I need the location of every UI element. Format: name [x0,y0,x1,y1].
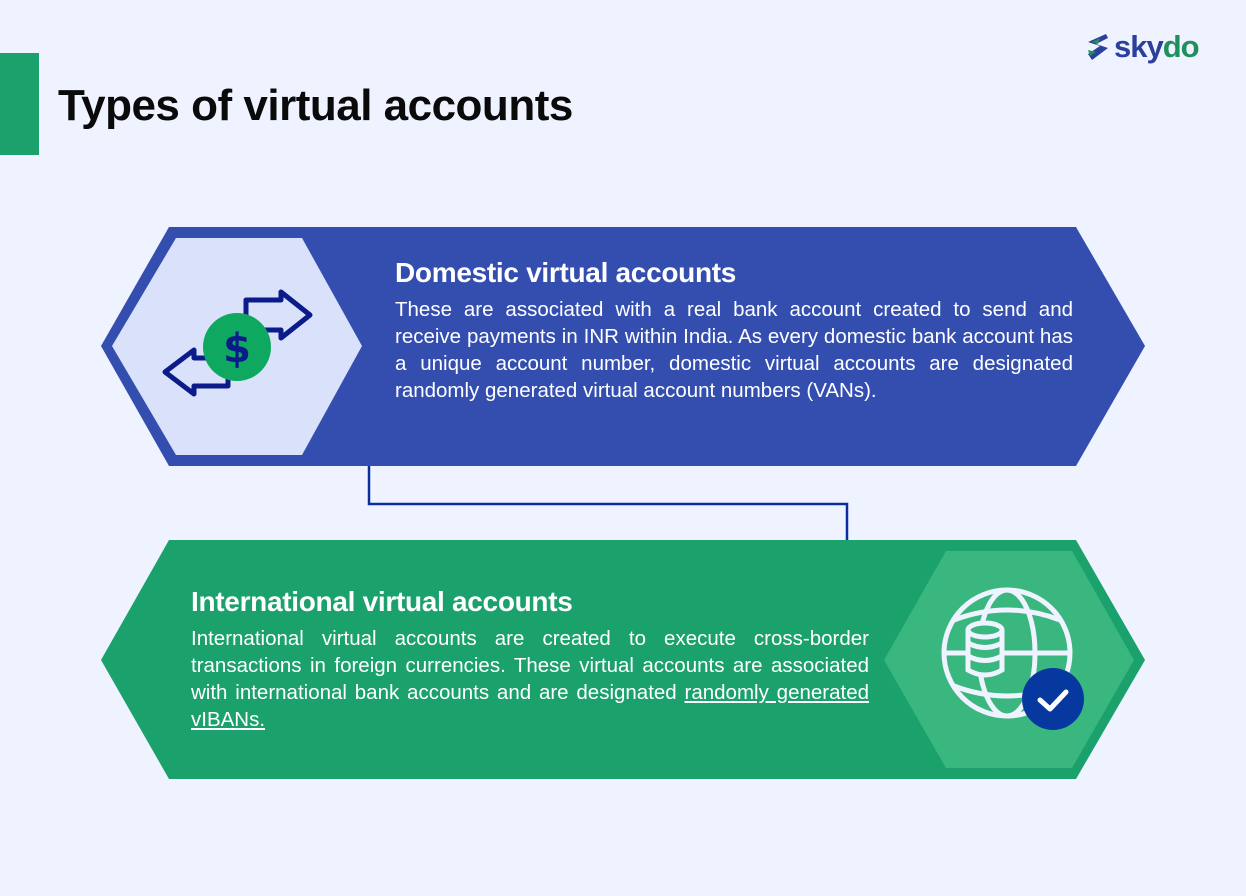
domestic-card-text: Domestic virtual accounts These are asso… [395,256,1073,404]
domestic-card-title: Domestic virtual accounts [395,257,737,288]
logo-text: skydo [1114,29,1200,64]
dollar-coin [203,313,271,381]
international-card-body: International virtual accounts are creat… [191,625,869,733]
title-accent-bar [0,53,39,155]
page-title: Types of virtual accounts [58,81,573,130]
international-card-title: International virtual accounts [191,586,573,617]
vibans-link[interactable]: randomly generated vIBANs. [191,681,869,731]
domestic-card-body: These are associated with a real bank ac… [395,298,1073,402]
checkmark-icon [1037,689,1069,712]
database-icon [965,620,1005,678]
currency-exchange-icon: $ [162,289,313,397]
international-card-text: International virtual accounts Internati… [191,585,869,733]
dollar-sign-icon: $ [223,326,251,372]
globe-database-check-icon [941,587,1073,719]
international-card-body-text: International virtual accounts are creat… [191,627,869,704]
international-banner [101,540,1145,779]
skydo-chevrons-icon [1088,34,1108,60]
skydo-logo: skydo [1084,29,1200,64]
check-badge [1022,668,1084,730]
connector-line [367,466,849,540]
domestic-banner [101,227,1145,466]
